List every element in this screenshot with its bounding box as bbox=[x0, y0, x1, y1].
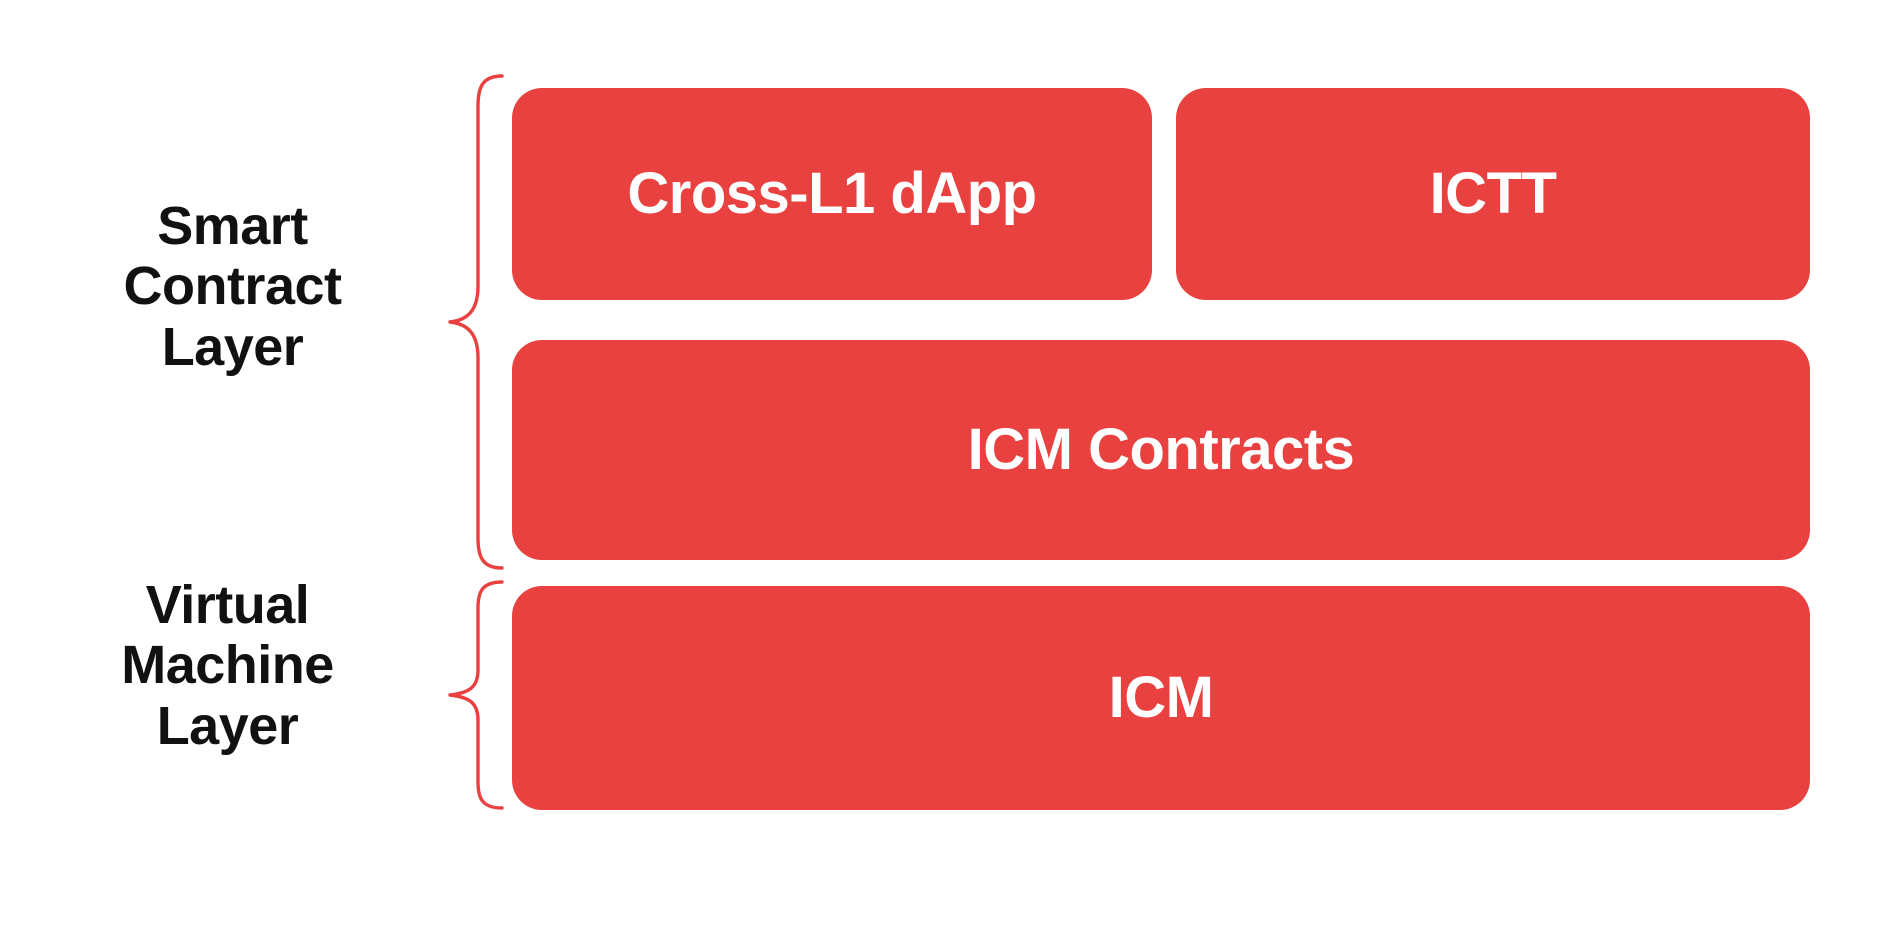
box-label-ictt: ICTT bbox=[1429, 161, 1557, 226]
box-icm[interactable]: ICM bbox=[512, 586, 1810, 810]
curly-brace-icon-smart-contract bbox=[448, 72, 504, 572]
box-label-icm-contracts: ICM Contracts bbox=[967, 417, 1355, 482]
box-ictt[interactable]: ICTT bbox=[1176, 88, 1810, 300]
box-icm-contracts[interactable]: ICM Contracts bbox=[512, 340, 1810, 560]
layer-label-smart-contract: Smart Contract Layer bbox=[123, 196, 342, 377]
box-label-cross-l1-dapp: Cross-L1 dApp bbox=[627, 161, 1037, 226]
curly-brace-icon-virtual-machine bbox=[448, 578, 504, 812]
layer-label-virtual-machine: Virtual Machine Layer bbox=[121, 575, 334, 756]
box-cross-l1-dapp[interactable]: Cross-L1 dApp bbox=[512, 88, 1152, 300]
box-label-icm: ICM bbox=[1108, 665, 1214, 730]
